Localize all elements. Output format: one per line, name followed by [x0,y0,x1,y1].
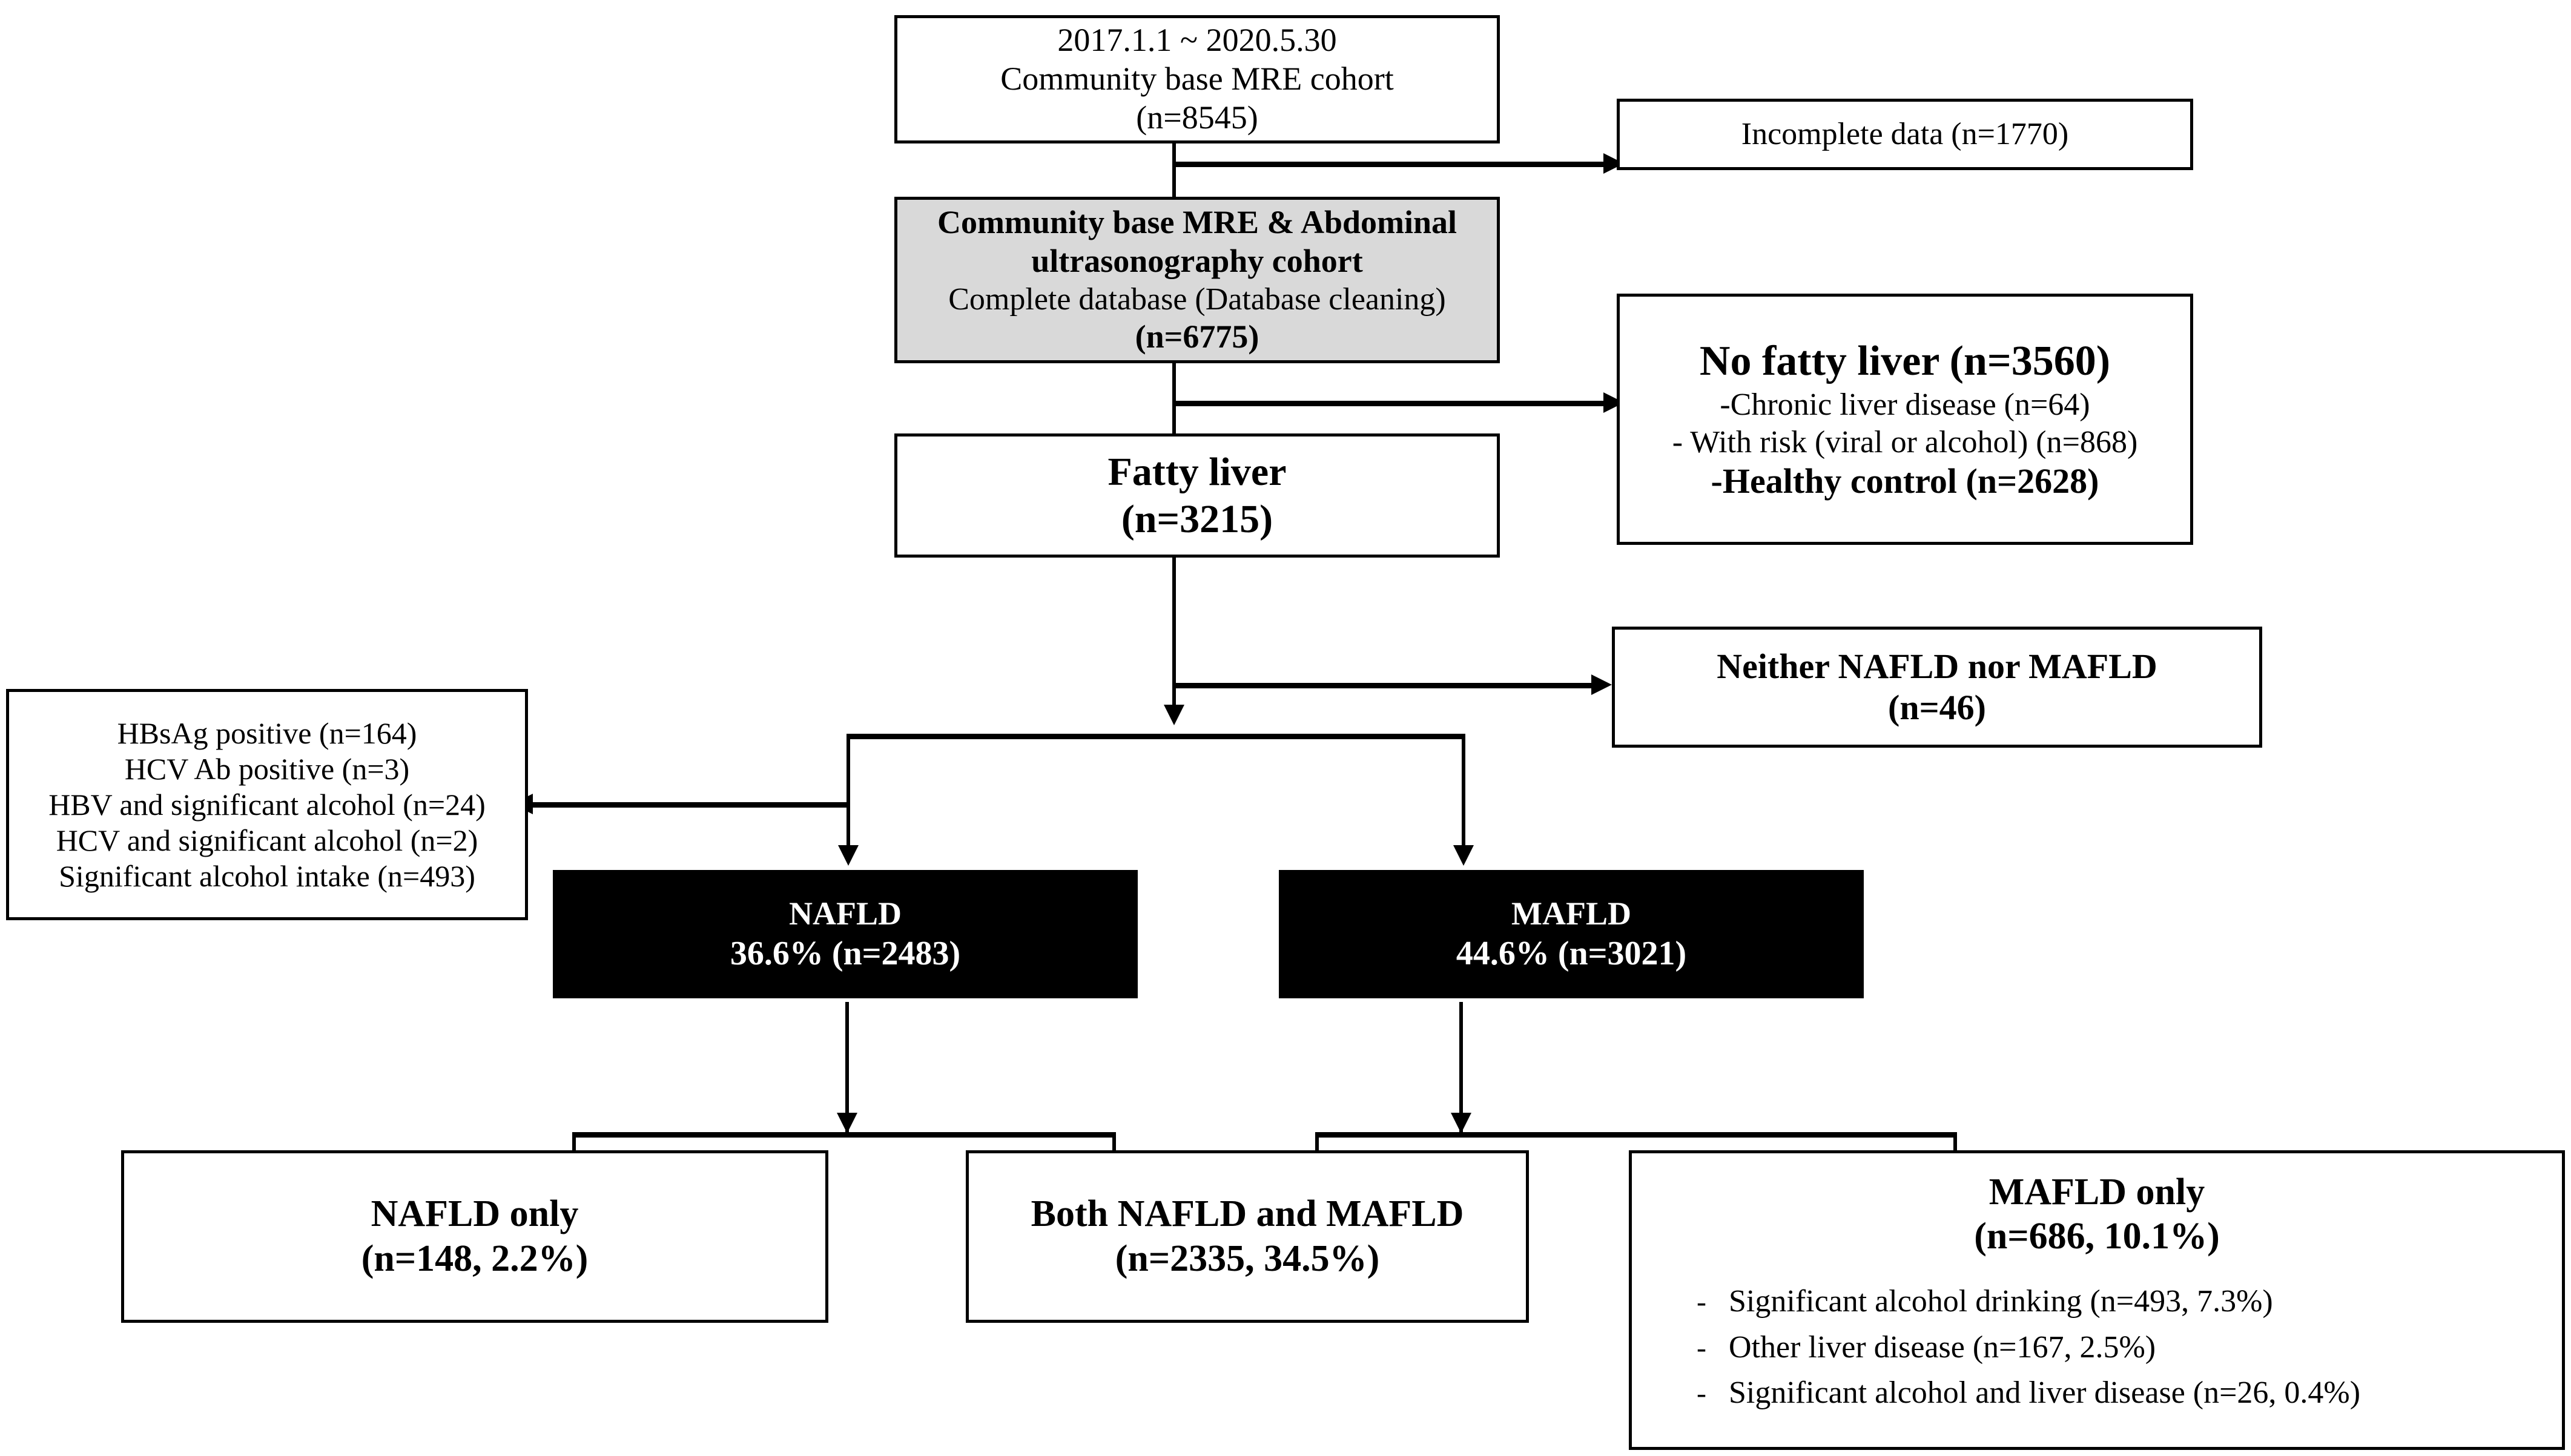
box-complete-database: Community base MRE & Abdominal ultrasono… [894,197,1500,363]
connector-to-incomplete [1172,162,1608,167]
mafld-line-2: 44.6% (n=3021) [1456,934,1687,972]
fattyliver-line-1: Fatty liver [1107,449,1287,494]
box-mafld-only: MAFLD only (n=686, 10.1%) - Significant … [1629,1150,2565,1450]
connector-fattyliver-down [1172,557,1176,708]
connector-split-right [1462,734,1465,849]
both-line-2: (n=2335, 34.5%) [1115,1237,1380,1279]
box-incomplete-data: Incomplete data (n=1770) [1617,99,2193,170]
exclusions-line-3: HBV and significant alcohol (n=24) [48,787,486,822]
both-line-1: Both NAFLD and MAFLD [1031,1193,1464,1235]
mafldonly-bullet-list: - Significant alcohol drinking (n=493, 7… [1632,1274,2562,1420]
mafldonly-bullet-1: Significant alcohol drinking (n=493, 7.3… [1729,1284,2273,1319]
nafld-line-1: NAFLD [789,895,902,932]
nafldonly-line-1: NAFLD only [371,1193,579,1235]
arrowhead-neither [1591,674,1612,695]
neither-line-2: (n=46) [1888,688,1986,727]
nafld-line-2: 36.6% (n=2483) [730,934,961,972]
connector-to-exclusions [533,802,850,808]
completedb-line-4: (n=6775) [1135,318,1259,355]
cohort-line-1: 2017.1.1 ~ 2020.5.30 [1057,22,1337,59]
completedb-line-3: Complete database (Database cleaning) [948,282,1446,317]
box-neither-nafld-nor-mafld: Neither NAFLD nor MAFLD (n=46) [1612,627,2262,748]
list-item: - Other liver disease (n=167, 2.5%) [1674,1329,2562,1366]
arrowhead-nafld-split [837,1113,857,1133]
connector-nafld-split-bar [572,1132,1116,1138]
nafldonly-line-2: (n=148, 2.2%) [361,1237,589,1279]
connector-nafld-down [845,1002,849,1134]
connector-to-nofattyliver [1172,401,1608,406]
bullet-marker-icon: - [1697,1377,1706,1410]
incomplete-line-1: Incomplete data (n=1770) [1741,117,2069,152]
arrowhead-nafld [838,845,859,866]
arrowhead-split-trunk [1164,705,1184,725]
box-both-nafld-and-mafld: Both NAFLD and MAFLD (n=2335, 34.5%) [966,1150,1529,1323]
cohort-line-2: Community base MRE cohort [1000,61,1394,97]
connector-split-left [847,734,850,849]
exclusions-line-4: HCV and significant alcohol (n=2) [56,823,478,857]
connector-to-neither [1172,683,1596,688]
box-no-fatty-liver: No fatty liver (n=3560) -Chronic liver d… [1617,294,2193,545]
box-nafld-only: NAFLD only (n=148, 2.2%) [121,1150,828,1323]
connector-mafld-down [1459,1002,1463,1134]
list-item: - Significant alcohol and liver disease … [1674,1374,2562,1411]
mafldonly-bullet-3: Significant alcohol and liver disease (n… [1729,1375,2361,1411]
box-fatty-liver: Fatty liver (n=3215) [894,433,1500,558]
arrowhead-mafld [1453,845,1474,866]
fattyliver-line-2: (n=3215) [1121,496,1273,541]
box-exclusion-criteria: HBsAg positive (n=164) HCV Ab positive (… [6,689,528,920]
mafldonly-line-1: MAFLD only [1988,1171,2205,1213]
connector-cohort-to-completedb [1172,142,1176,198]
connector-split-bar [847,734,1465,739]
nofattyliver-line-4: -Healthy control (n=2628) [1711,461,2099,501]
arrowhead-mafld-split [1451,1113,1471,1133]
completedb-line-1: Community base MRE & Abdominal [937,204,1457,241]
exclusions-line-1: HBsAg positive (n=164) [117,716,417,750]
list-item: - Significant alcohol drinking (n=493, 7… [1674,1283,2562,1320]
exclusions-line-2: HCV Ab positive (n=3) [124,751,410,786]
bullet-marker-icon: - [1697,1331,1706,1364]
box-cohort: 2017.1.1 ~ 2020.5.30 Community base MRE … [894,15,1500,143]
mafldonly-line-2: (n=686, 10.1%) [1974,1216,2220,1257]
nofattyliver-line-2: -Chronic liver disease (n=64) [1720,387,2090,423]
mafldonly-bullet-2: Other liver disease (n=167, 2.5%) [1729,1329,2156,1365]
exclusions-line-5: Significant alcohol intake (n=493) [59,858,475,893]
box-nafld: NAFLD 36.6% (n=2483) [553,870,1138,998]
nofattyliver-line-1: No fatty liver (n=3560) [1699,337,2111,384]
cohort-line-3: (n=8545) [1136,99,1258,136]
nofattyliver-line-3: - With risk (viral or alcohol) (n=868) [1672,424,2138,460]
neither-line-1: Neither NAFLD nor MAFLD [1717,646,2157,686]
mafld-line-1: MAFLD [1511,895,1631,932]
box-mafld: MAFLD 44.6% (n=3021) [1279,870,1864,998]
connector-completedb-to-fattyliver [1172,363,1176,433]
bullet-marker-icon: - [1697,1286,1706,1319]
completedb-line-2: ultrasonography cohort [1031,242,1363,279]
connector-mafld-split-bar [1315,1132,1957,1138]
